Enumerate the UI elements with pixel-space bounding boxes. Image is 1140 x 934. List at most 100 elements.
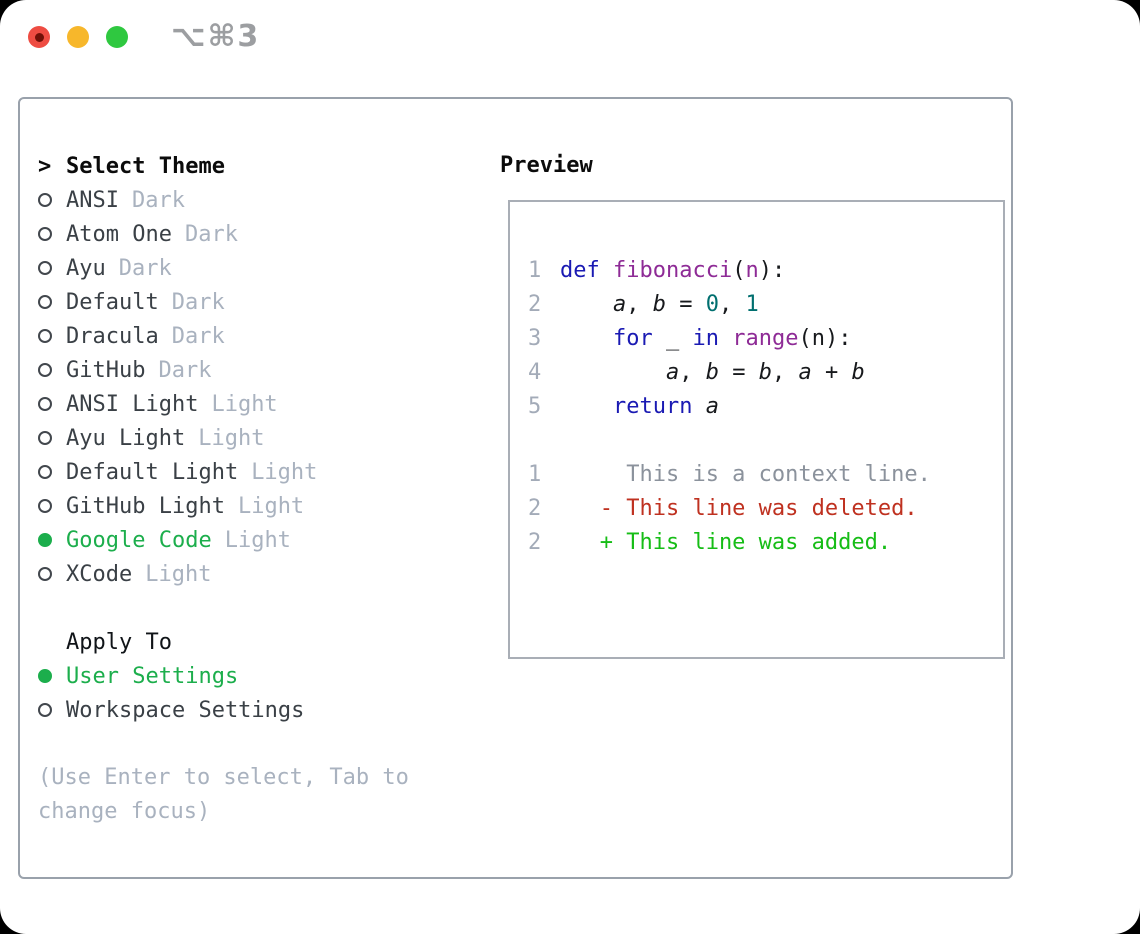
radio-icon	[38, 329, 52, 343]
code-token: return	[612, 393, 693, 419]
theme-name: Google Code	[66, 527, 212, 553]
code-token: 1	[745, 291, 759, 317]
code-token: a	[798, 359, 812, 385]
theme-name: Default	[66, 289, 159, 315]
code-token: (n):	[798, 325, 852, 351]
theme-name: Ayu Light	[66, 425, 186, 451]
code-token: in	[692, 325, 719, 351]
code-text: a, b = 0, 1	[560, 292, 759, 317]
code-line: 2 a, b = 0, 1	[528, 287, 1003, 321]
code-line: 3 for _ in range(n):	[528, 321, 1003, 355]
line-number: 2	[528, 291, 542, 317]
theme-name: ANSI	[66, 187, 119, 213]
theme-option[interactable]: Default Light Light	[38, 455, 409, 489]
radio-slot	[38, 499, 66, 513]
close-button[interactable]	[28, 26, 50, 48]
line-number: 2	[528, 529, 542, 555]
theme-option[interactable]: Ayu Light Light	[38, 421, 409, 455]
theme-name: Atom One	[66, 221, 172, 247]
code-token: for	[612, 325, 653, 351]
apply-to-option[interactable]: User Settings	[38, 659, 409, 693]
code-token: ,	[771, 359, 799, 385]
radio-icon	[38, 261, 52, 275]
theme-option[interactable]: GitHub Dark	[38, 353, 409, 387]
theme-name: GitHub Light	[66, 493, 225, 519]
radio-slot	[38, 329, 66, 343]
theme-option[interactable]: ANSI Light Light	[38, 387, 409, 421]
theme-name: Dracula	[66, 323, 159, 349]
radio-slot	[38, 533, 66, 547]
theme-option[interactable]: Default Dark	[38, 285, 409, 319]
code-token: n	[745, 257, 759, 283]
radio-slot	[38, 465, 66, 479]
spacer	[528, 423, 1003, 457]
radio-slot	[38, 363, 66, 377]
theme-variant-label: Light	[251, 459, 318, 485]
theme-variant-label: Light	[198, 425, 265, 451]
theme-variant-label: Dark	[158, 357, 212, 383]
apply-to-title: Apply To	[66, 629, 172, 655]
theme-name: ANSI Light	[66, 391, 199, 417]
radio-icon	[38, 567, 52, 581]
radio-icon	[38, 703, 52, 717]
code-text: def fibonacci(n):	[560, 258, 785, 283]
line-number: 3	[528, 325, 542, 351]
theme-variant-label: Light	[211, 391, 278, 417]
radio-slot	[38, 567, 66, 581]
apply-to-option[interactable]: Workspace Settings	[38, 693, 409, 727]
apply-to-header: Apply To	[38, 625, 409, 659]
close-dot-icon	[34, 32, 44, 42]
line-number: 1	[528, 461, 542, 487]
diff-line: 2 - This line was deleted.	[528, 491, 1003, 525]
hint-line: (Use Enter to select, Tab to	[38, 765, 409, 790]
code-text: return a	[560, 394, 719, 419]
radio-icon	[38, 465, 52, 479]
panel-title: Select Theme	[66, 153, 225, 179]
radio-icon	[38, 227, 52, 241]
minimize-button[interactable]	[67, 26, 89, 48]
window-titlebar: ⌥⌘3	[28, 19, 261, 54]
code-token	[560, 394, 613, 419]
apply-to-label: User Settings	[66, 663, 239, 689]
line-number: 5	[528, 393, 542, 419]
radio-icon	[38, 295, 52, 309]
theme-variant-label: Dark	[171, 289, 225, 315]
code-line: 4 a, b = b, a + b	[528, 355, 1003, 389]
theme-option[interactable]: GitHub Light Light	[38, 489, 409, 523]
line-number: 2	[528, 495, 542, 521]
diff-text-context: This is a context line.	[560, 461, 931, 487]
code-token: +	[811, 359, 852, 385]
radio-icon	[38, 669, 52, 683]
radio-slot	[38, 431, 66, 445]
radio-slot	[38, 227, 66, 241]
theme-name: Default Light	[66, 459, 239, 485]
code-token	[600, 258, 613, 283]
theme-option[interactable]: Dracula Dark	[38, 319, 409, 353]
theme-variant-label: Dark	[171, 323, 225, 349]
window-shortcut-label: ⌥⌘3	[171, 19, 261, 54]
theme-variant-label: Light	[237, 493, 305, 519]
code-token	[719, 326, 732, 351]
diff-line: 1 This is a context line.	[528, 457, 1003, 491]
code-token: a	[612, 291, 627, 317]
diff-text-added: + This line was added.	[560, 529, 892, 555]
theme-name: GitHub	[66, 357, 146, 383]
code-token: ,	[626, 291, 653, 317]
preview-title: Preview	[500, 153, 593, 178]
zoom-button[interactable]	[106, 26, 128, 48]
spacer	[38, 727, 409, 761]
code-token: ,	[718, 291, 746, 317]
theme-option[interactable]: Atom One Dark	[38, 217, 409, 251]
theme-variant-label: Dark	[184, 221, 238, 247]
theme-variant-label: Dark	[118, 255, 172, 281]
radio-icon	[38, 363, 52, 377]
radio-slot	[38, 295, 66, 309]
